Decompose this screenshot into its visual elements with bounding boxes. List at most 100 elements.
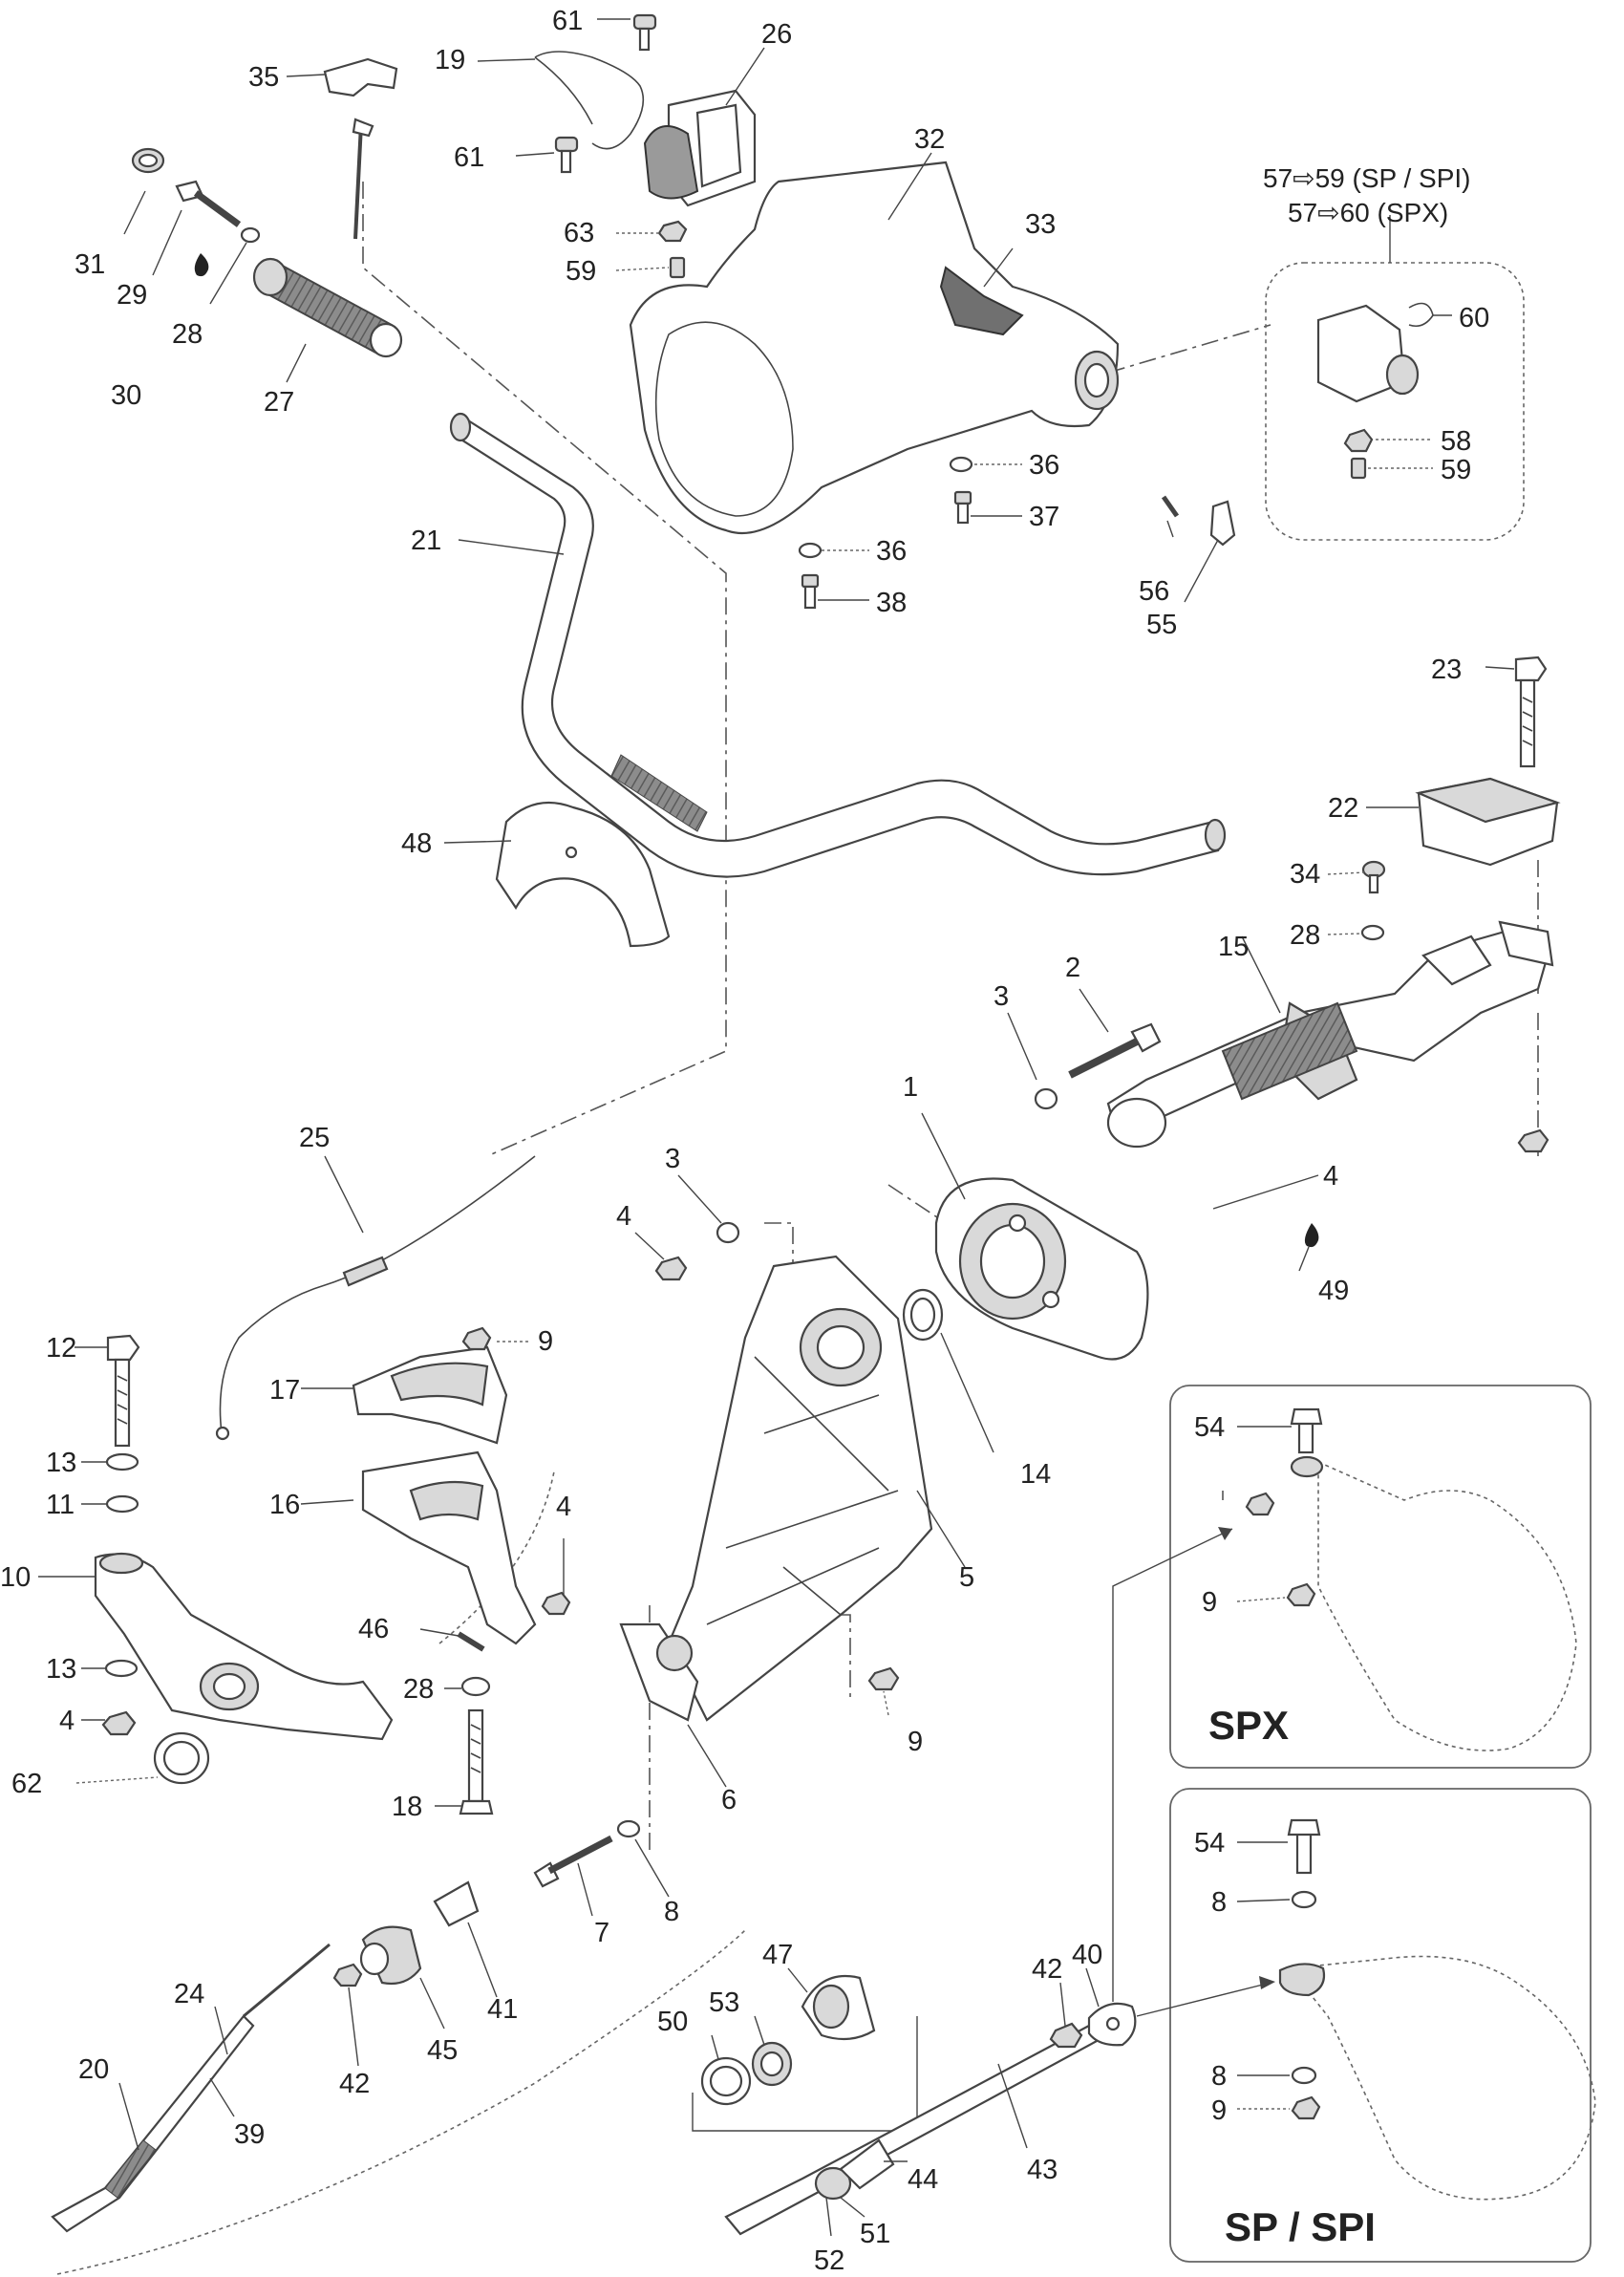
padding-32 [629,161,1120,535]
bolt-7 [533,1835,613,1888]
header-line-spx: 57⇨60 (SPX) [1288,198,1448,227]
throttle-cable-25 [215,1155,536,1441]
callout-4: 4 [556,1492,571,1522]
callout-24: 24 [174,1979,204,2009]
callout-6: 6 [721,1785,737,1815]
arrow-to-spx [1112,1527,1233,2002]
callout-42: 42 [339,2069,370,2099]
callout-61: 61 [552,6,583,36]
callout-53: 53 [709,1987,739,2018]
washer-3-right [1034,1087,1058,1110]
screw-46 [457,1631,485,1652]
washer-28-top [240,226,261,244]
callout-59: 59 [566,256,596,287]
callout-61: 61 [454,142,484,173]
callout-39: 39 [234,2119,265,2150]
callout-48: 48 [401,828,432,859]
callout-20: 20 [78,2054,109,2085]
arrow-to-sp [1136,1976,1275,2017]
washer-36-a [949,456,973,473]
handlebar-21 [449,412,1227,878]
clamp-47 [801,1974,876,2041]
washer-13-top [105,1452,139,1471]
screw-34 [1361,860,1386,894]
throttle-wire-top [352,118,374,240]
callout-4: 4 [59,1706,75,1736]
callout-17: 17 [269,1375,300,1406]
bolt-2 [1068,1022,1162,1079]
callout-4: 4 [616,1201,631,1232]
screw-38 [801,573,820,610]
cable-43 [724,2002,1137,2236]
callout-56: 56 [1139,576,1169,607]
spring-clip-19 [534,51,645,150]
callout-40: 40 [1072,1940,1102,1970]
callout-50: 50 [657,2007,688,2037]
callout-4: 4 [1323,1161,1338,1192]
screw-61-top [632,13,657,52]
callout-46: 46 [358,1614,389,1644]
callout-59: 59 [1441,455,1471,485]
callout-22: 22 [1328,793,1358,824]
arm-10 [94,1552,394,1741]
callout-52: 52 [814,2245,844,2276]
support-5 [667,1255,933,1722]
screw-61-mid [554,136,579,174]
callout-numbers: 61 19 35 26 61 32 33 63 59 60 58 59 36 3… [0,6,1489,2276]
clip-35 [323,57,398,97]
washer-11 [105,1494,139,1514]
callout-51: 51 [860,2219,890,2249]
washer-28-c [460,1676,491,1697]
throttle-inset-57-60 [1265,262,1525,541]
grease-drop-30 [194,253,209,277]
callout-16: 16 [269,1490,300,1520]
bolt-12 [106,1334,140,1448]
callout-8: 8 [664,1897,679,1927]
callout-5: 5 [959,1562,974,1593]
callout-28: 28 [1290,920,1320,951]
callout-11: 11 [46,1490,75,1520]
callout-32: 32 [914,124,945,155]
nut-9-center [867,1666,900,1691]
callout-42: 42 [1032,1954,1062,1985]
callout-7: 7 [594,1918,609,1948]
washer-8-mid [616,1819,641,1838]
callout-27: 27 [264,387,294,418]
callout-30: 30 [111,380,141,411]
inset-sp-spi: SP / SPI [1169,1788,1596,2263]
leader-lines [38,18,1515,2237]
callout-1: 1 [903,1072,918,1103]
callout-3: 3 [665,1144,680,1174]
inset-title-spx: SPX [1208,1703,1289,1748]
callout-3: 3 [994,981,1009,1012]
screw-59-top [669,256,686,279]
nut-4-left [101,1710,137,1736]
housing-1 [934,1177,1149,1361]
nut-42-left [332,1963,363,1987]
callout-10: 10 [0,1562,31,1593]
ball-joint-6 [619,1622,699,1722]
callout-18: 18 [392,1792,422,1822]
callout-38: 38 [876,588,907,618]
clamp-22 [1415,777,1561,867]
seal-53 [751,2041,793,2087]
callout-35: 35 [248,62,279,93]
callout-8: 8 [1211,1887,1227,1918]
callout-23: 23 [1431,655,1462,685]
callout-9: 9 [1202,1587,1217,1618]
callout-8: 8 [1211,2061,1227,2092]
callout-21: 21 [411,526,441,556]
callout-49: 49 [1318,1276,1349,1306]
washer-36-b [798,542,823,559]
washer-13-bottom [104,1659,139,1678]
callout-63: 63 [564,218,594,248]
callout-44: 44 [908,2164,938,2195]
callout-43: 43 [1027,2155,1058,2185]
bracket-line-47 [692,2016,918,2132]
end-cap-31 [131,147,165,174]
callout-13: 13 [46,1448,76,1478]
screw-37 [953,490,972,525]
callout-9: 9 [908,1727,923,1757]
callout-28: 28 [403,1674,434,1705]
